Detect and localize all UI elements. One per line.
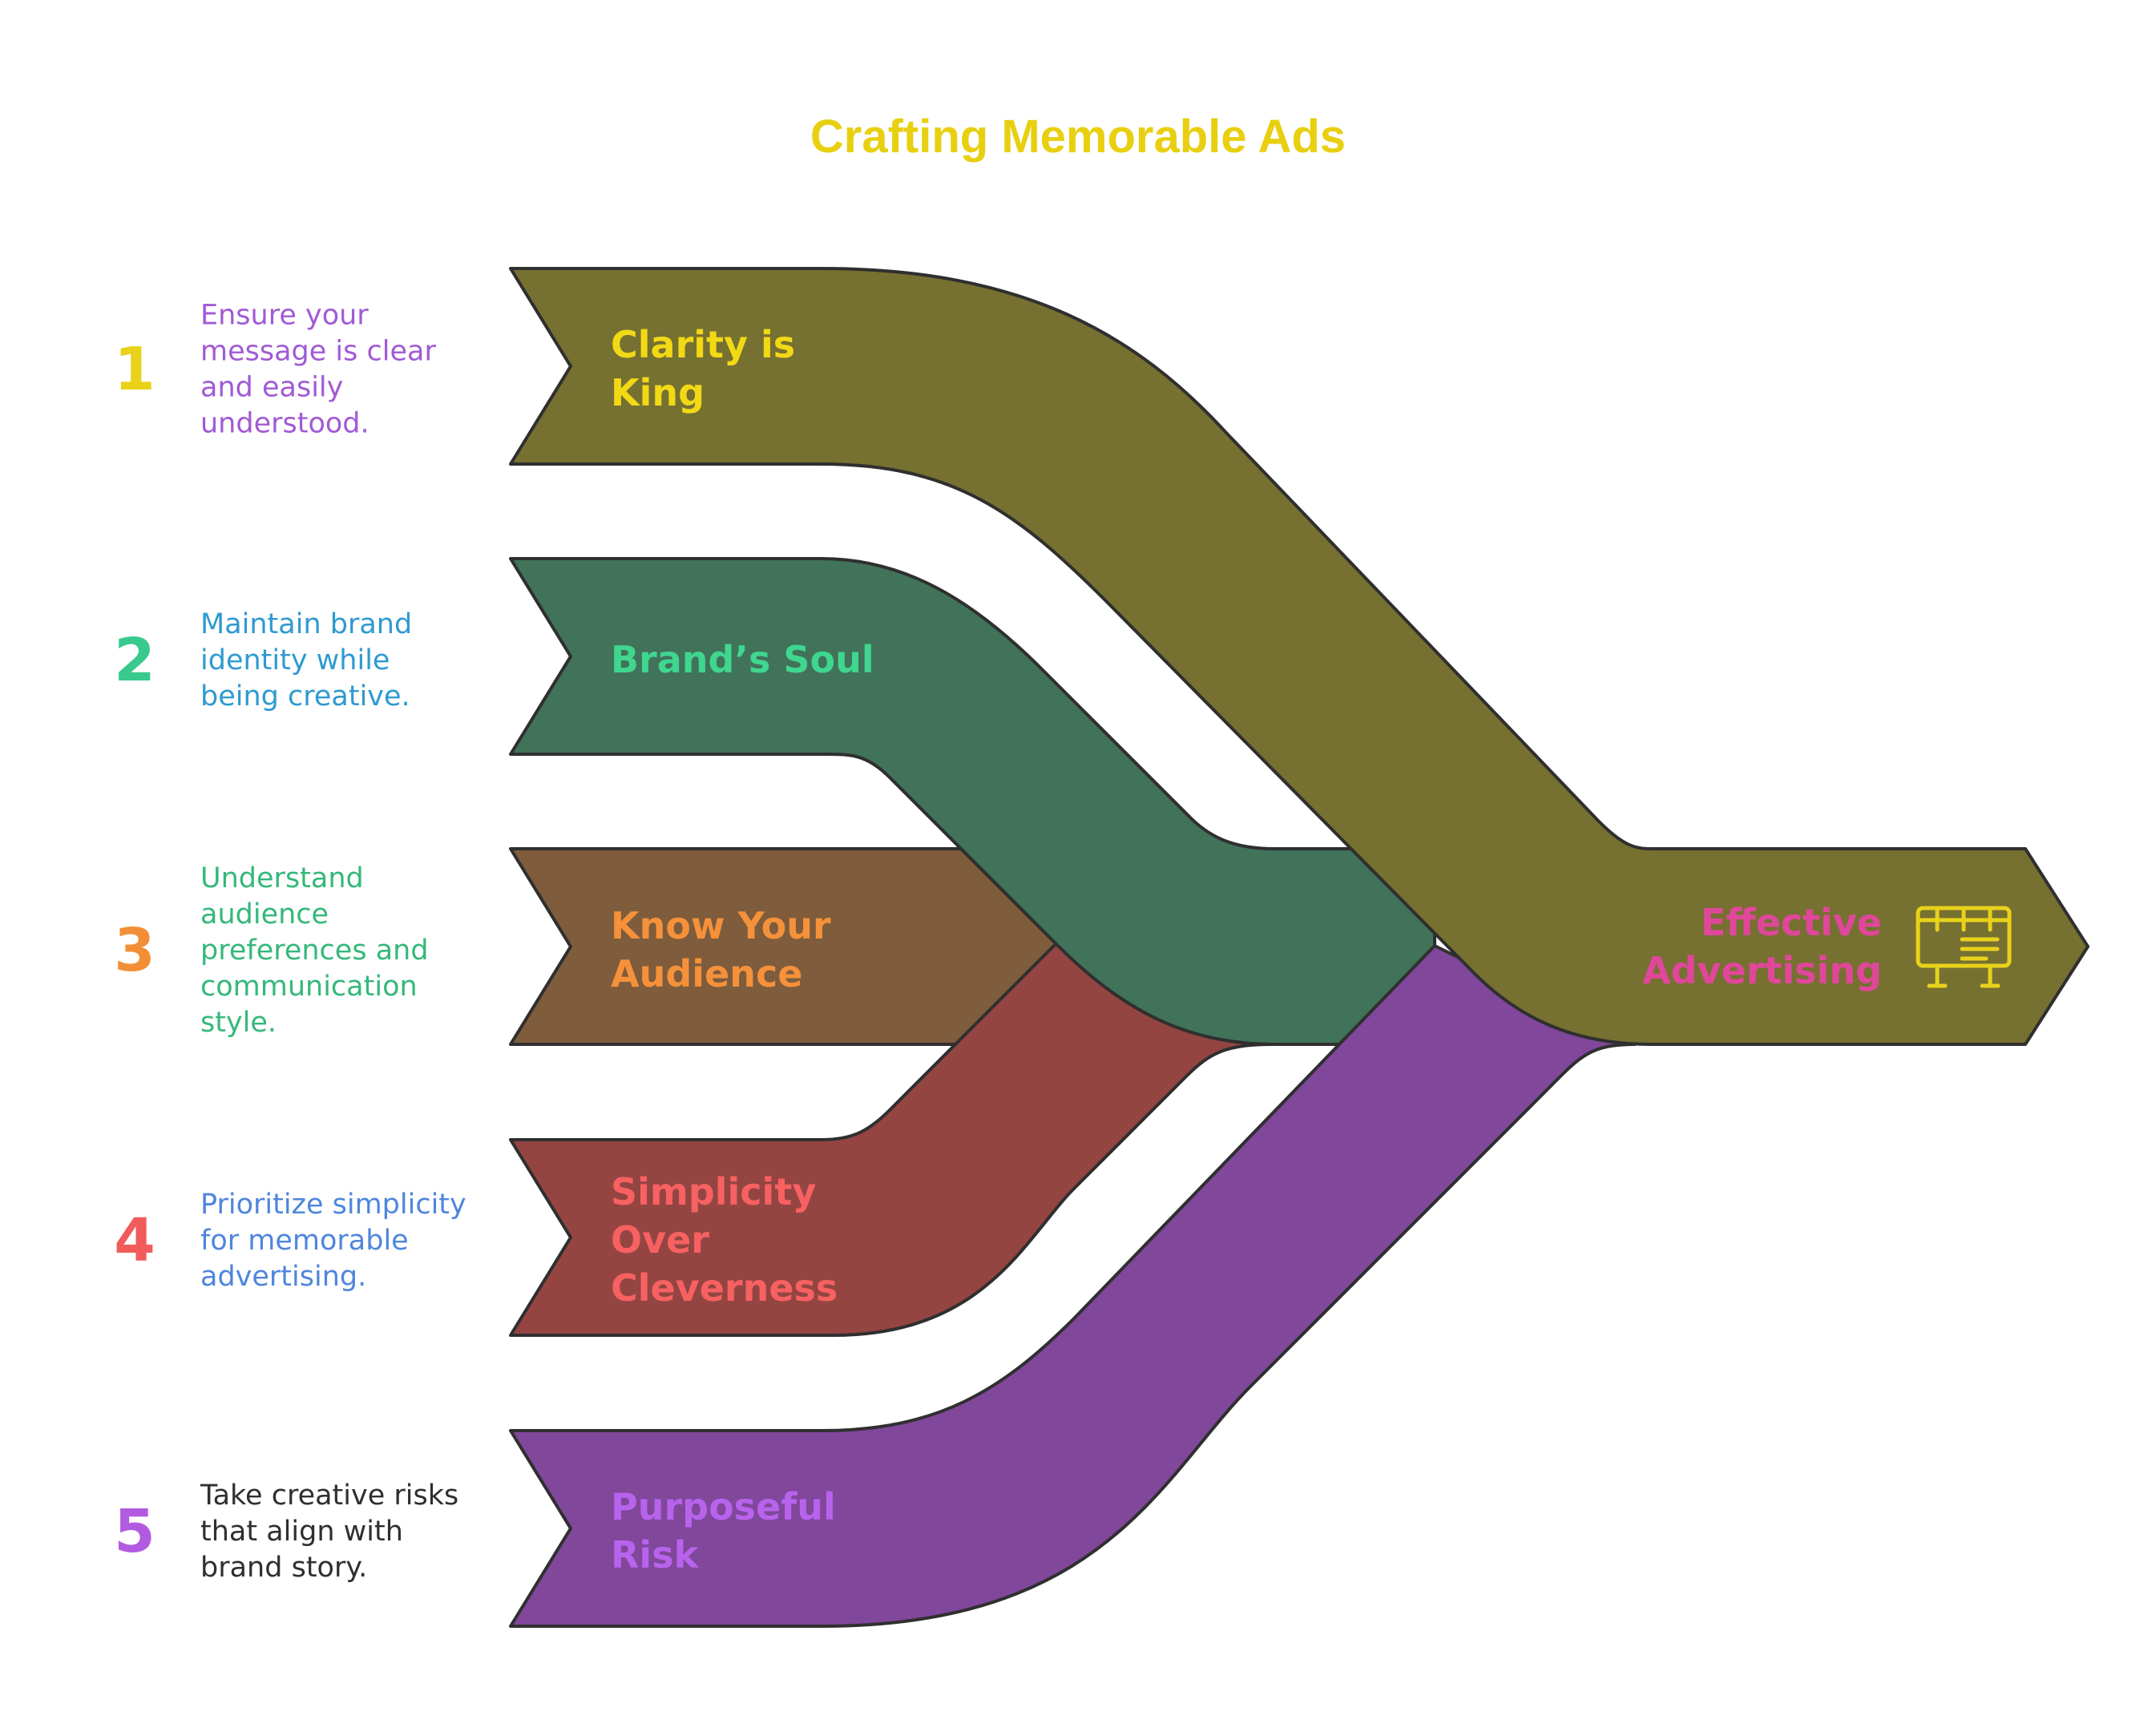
band-label-2: Brand’s Soul (611, 638, 874, 681)
step-description-3: Understand audience preferences and communi… (200, 862, 429, 1039)
target-label-line: Effective (1701, 901, 1882, 944)
step-description-line: preferences and (200, 935, 429, 967)
left-column: 1 Ensure your message is clear and easily un… (114, 300, 466, 1585)
step-description-line: identity while (200, 644, 390, 676)
step-description-line: understood. (200, 408, 369, 440)
step-description-line: advertising. (200, 1261, 366, 1293)
band-label-line: Brand’s Soul (611, 638, 874, 681)
step-description-line: Prioritize simplicity (200, 1189, 466, 1221)
step-description-line: being creative. (200, 680, 410, 713)
band-label-line: Clarity is (611, 323, 795, 366)
bands (509, 267, 2089, 1628)
step-description-2: Maintain brand identity while being creati… (200, 608, 412, 713)
step-description-line: and easily (200, 372, 343, 404)
step-number-2: 2 (114, 626, 155, 695)
step-description-line: communication (200, 971, 418, 1003)
band-label-line: King (611, 371, 705, 414)
step-description-5: Take creative risks that align with brand … (200, 1480, 458, 1584)
step-description-line: Understand (200, 862, 364, 894)
step-description-line: Take creative risks (200, 1480, 458, 1512)
band-clarity-is-king (509, 267, 2089, 1046)
step-description-line: Maintain brand (200, 608, 412, 640)
step-number-4: 4 (114, 1206, 155, 1275)
band-purposeful-risk (509, 944, 1637, 1628)
diagram-title: Crafting Memorable Ads (810, 111, 1346, 163)
band-label-line: Over (611, 1218, 709, 1262)
band-label-line: Cleverness (611, 1266, 838, 1310)
band-label-line: Simplicity (611, 1170, 816, 1213)
band-label-1: Clarity is King (611, 323, 795, 414)
step-description-line: message is clear (200, 336, 436, 368)
step-description-1: Ensure your message is clear and easily und… (200, 300, 436, 440)
band-label-line: Know Your (611, 904, 831, 947)
step-description-line: audience (200, 898, 329, 931)
step-description-line: that align with (200, 1516, 403, 1548)
band-label-line: Audience (611, 952, 802, 995)
billboard-icon (1916, 906, 2012, 988)
step-number-3: 3 (114, 916, 155, 985)
step-description-line: brand story. (200, 1552, 367, 1584)
step-number-5: 5 (114, 1497, 155, 1566)
band-label-line: Risk (611, 1533, 700, 1577)
step-description-line: Ensure your (200, 300, 369, 332)
step-number-1: 1 (114, 335, 155, 404)
step-description-line: style. (200, 1007, 277, 1039)
step-description-line: for memorable (200, 1225, 409, 1257)
step-description-4: Prioritize simplicity for memorable advert… (200, 1189, 466, 1293)
band-simplicity-over-cleverness (509, 940, 1436, 1337)
target-label-line: Advertising (1642, 949, 1882, 992)
band-label-line: Purposeful (611, 1485, 836, 1528)
